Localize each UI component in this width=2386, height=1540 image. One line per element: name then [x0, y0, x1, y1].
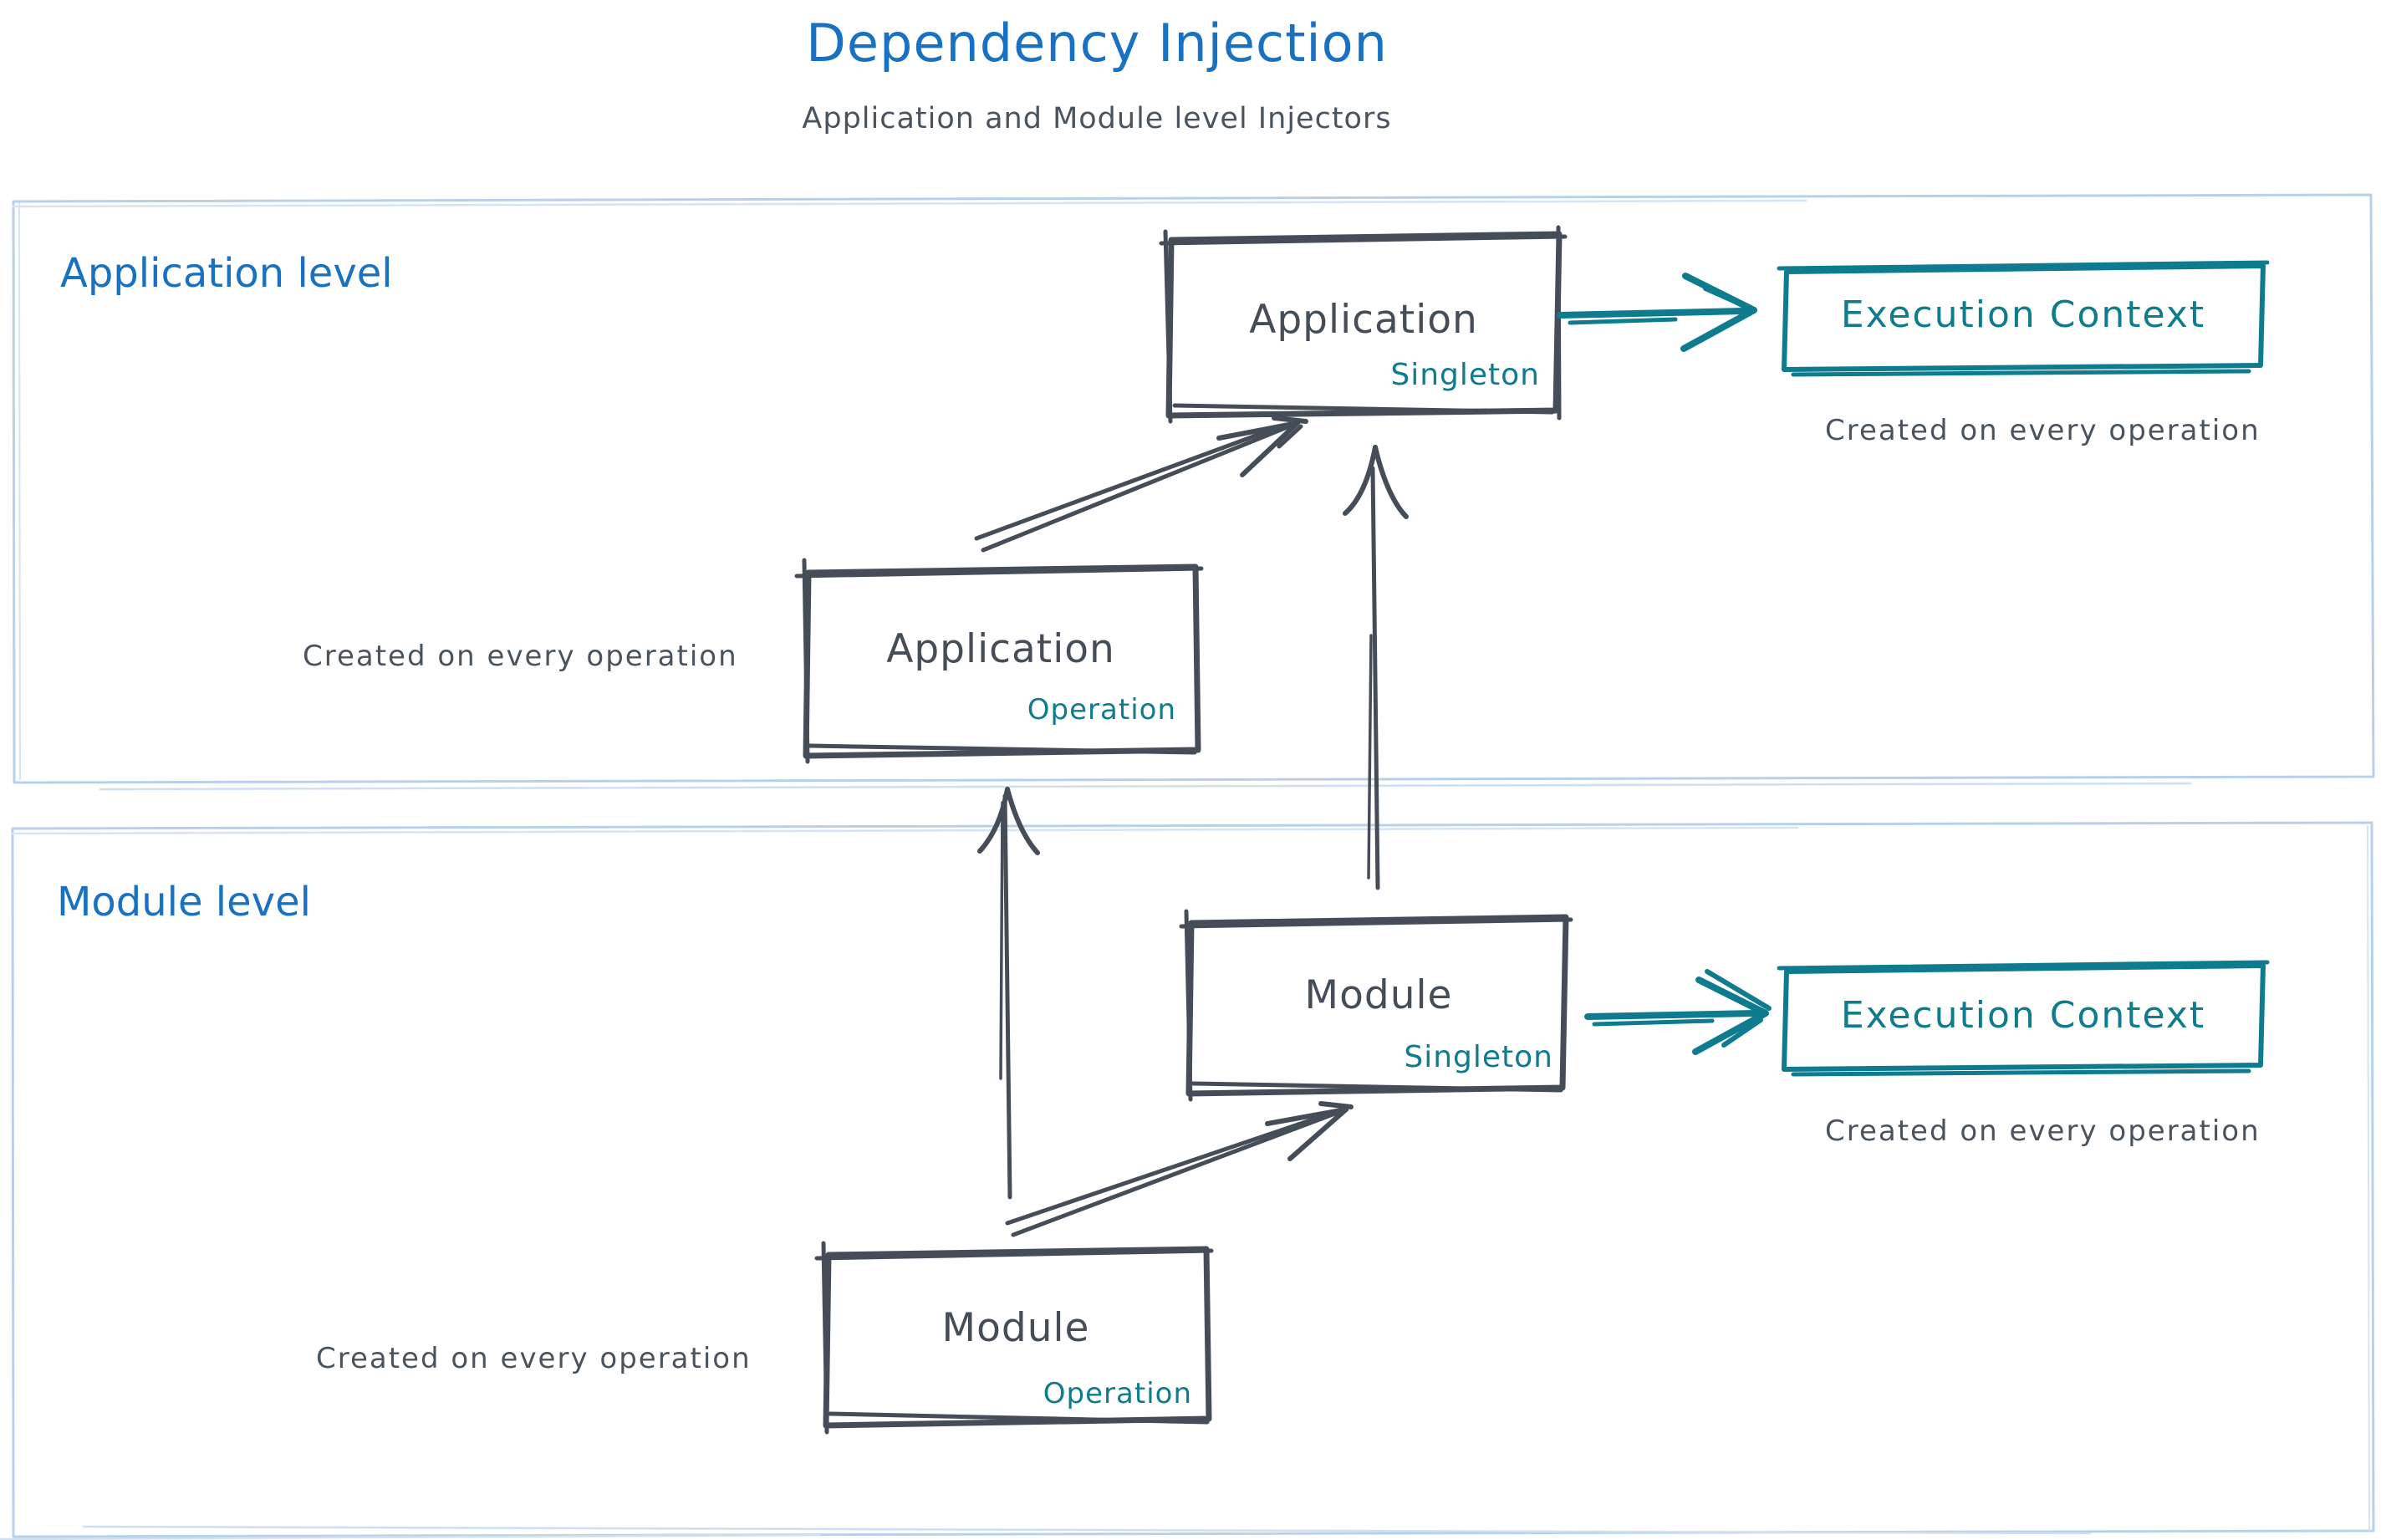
sketch-overdraw	[1791, 1068, 2251, 1077]
arrow-shaft	[981, 421, 1300, 553]
module-level-container	[0, 821, 2375, 1540]
sketch-overdraw	[1163, 229, 1173, 424]
sketch-overdraw	[1777, 260, 2270, 271]
sketch-overdraw	[828, 1411, 1210, 1425]
arrow-head	[1216, 421, 1300, 441]
arrow-module-operation-to-module-singleton	[1005, 1101, 1354, 1237]
arrow-head	[1373, 445, 1409, 519]
arrow-app-operation-to-app-singleton	[974, 416, 1308, 553]
page-subtitle: Application and Module level Injectors	[802, 102, 1392, 135]
arrow-shaft	[1592, 1018, 1715, 1027]
module-singleton-name: Module	[1304, 972, 1453, 1018]
application-operation-name: Application	[886, 626, 1115, 672]
arrow-head	[1240, 421, 1300, 477]
arrow-shaft	[1568, 317, 1678, 325]
application-level-label: Application level	[60, 250, 393, 297]
arrow-head	[1343, 445, 1378, 516]
application-singleton-box	[1159, 225, 1568, 424]
sketch-overdraw	[1272, 416, 1308, 424]
sketch-overdraw	[1179, 917, 1573, 929]
execution-context-module-caption: Created on every operation	[1825, 1114, 2261, 1148]
container-outline	[12, 193, 2375, 784]
sketch-overdraw	[808, 743, 1197, 755]
module-operation-scope: Operation	[1043, 1377, 1192, 1410]
arrow-shaft	[1002, 793, 1012, 1200]
sketch-overdraw	[1705, 969, 1772, 1011]
arrow-head	[977, 787, 1010, 854]
arrow-shaft	[1557, 308, 1747, 319]
sketch-overdraw	[1184, 909, 1193, 1102]
application-level-container	[12, 193, 2375, 791]
sketch-overdraw	[0, 1533, 821, 1540]
sketch-overdraw	[1556, 225, 1562, 421]
arrow-module-singleton-to-app-singleton	[1343, 445, 1409, 890]
application-operation-scope: Operation	[1027, 693, 1176, 727]
application-singleton-scope: Singleton	[1390, 358, 1540, 392]
sketch-overdraw	[2367, 825, 2370, 1531]
box-outline	[1782, 263, 2266, 372]
sketch-overdraw	[99, 782, 2192, 791]
sketch-overdraw	[12, 199, 1807, 208]
sketch-overdraw	[821, 1241, 829, 1435]
sketch-overdraw	[1277, 424, 1303, 449]
execution-context-application-caption: Created on every operation	[1825, 414, 2261, 447]
sketch-overdraw	[802, 558, 810, 764]
module-singleton-scope: Singleton	[1404, 1040, 1553, 1074]
sketch-overdraw	[11, 826, 1799, 835]
arrow-app-singleton-to-execution-context	[1557, 273, 1757, 352]
container-outline	[11, 821, 2375, 1538]
sketch-overdraw	[1172, 403, 1555, 415]
arrow-module-singleton-to-execution-context	[1584, 969, 1772, 1055]
execution-context-application-label: Execution Context	[1840, 293, 2206, 336]
application-operation-caption: Created on every operation	[303, 640, 738, 673]
application-singleton-name: Application	[1249, 297, 1478, 343]
module-operation-box	[814, 1241, 1214, 1435]
arrow-head	[1005, 787, 1040, 855]
box-outline	[1782, 963, 2266, 1072]
arrow-shaft	[1367, 634, 1373, 880]
sketch-overdraw	[1777, 960, 2270, 971]
application-operation-box	[794, 558, 1204, 764]
page-title: Dependency Injection	[806, 13, 1388, 74]
sketch-overdraw	[1159, 234, 1568, 246]
sketch-overdraw	[1721, 1017, 1763, 1048]
sketch-overdraw	[1703, 286, 1753, 311]
sketch-overdraw	[1791, 369, 2251, 377]
arrow-shaft	[1584, 1010, 1759, 1020]
module-operation-caption: Created on every operation	[316, 1342, 752, 1375]
module-singleton-box	[1179, 909, 1573, 1102]
sketch-overdraw	[82, 1525, 2092, 1535]
sketch-overdraw	[814, 1248, 1214, 1261]
arrow-shaft	[1011, 1107, 1348, 1237]
arrow-shaft	[974, 424, 1283, 541]
arrow-shaft	[1370, 466, 1380, 890]
sketch-overdraw	[1190, 1081, 1563, 1093]
sketch-overdraw	[794, 566, 1204, 579]
arrow-head	[1692, 977, 1769, 1055]
arrow-shaft	[1005, 1110, 1335, 1226]
module-operation-name: Module	[941, 1305, 1090, 1351]
execution-context-application-box	[1777, 260, 2270, 377]
execution-context-module-box	[1777, 960, 2270, 1077]
arrow-shaft	[999, 801, 1004, 1080]
arrow-head	[1287, 1107, 1348, 1161]
sketch-overdraw	[1318, 1101, 1354, 1109]
module-level-label: Module level	[57, 879, 311, 926]
execution-context-module-label: Execution Context	[1840, 994, 2206, 1037]
arrow-module-operation-to-app-operation	[977, 787, 1040, 1200]
arrow-head	[1265, 1107, 1348, 1126]
sketch-overdraw	[18, 202, 21, 780]
